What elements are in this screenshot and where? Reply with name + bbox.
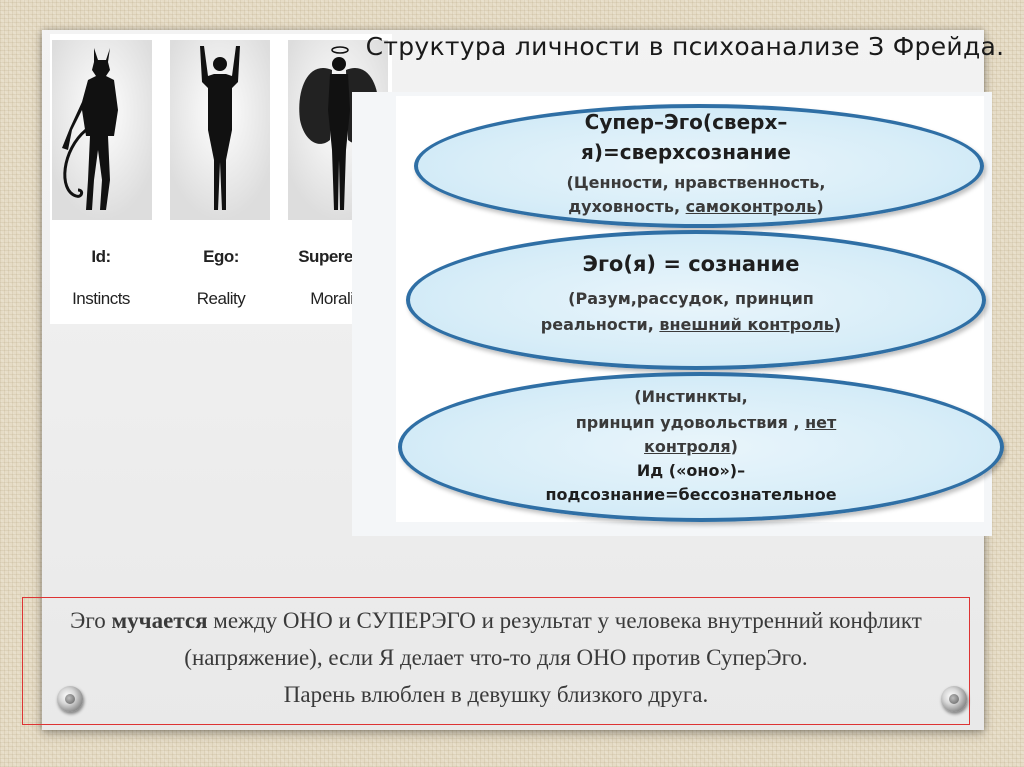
devil-silhouette-icon [52, 40, 152, 220]
figure-sublabel-id: Instincts [72, 289, 130, 308]
ego-title: Эго(я) = сознание [582, 252, 800, 276]
pin-right-icon [941, 686, 967, 712]
conflict-paragraph: Эго мучается между ОНО и СУПЕРЭГО и резу… [70, 608, 922, 707]
id-ellipse [398, 372, 1004, 522]
figure-label-id: Id: [91, 247, 111, 266]
id-desc-3: контроля) [644, 437, 738, 456]
id-title-2: подсознание=бессознательное [545, 485, 837, 504]
ego-desc-2: реальности, внешний контроль) [540, 315, 842, 334]
superego-ellipse [414, 104, 984, 228]
personality-structure-diagram: Супер–Эго(сверх– я)=сверхсознание (Ценно… [352, 92, 1004, 536]
figure-sublabel-ego: Reality [196, 289, 246, 308]
ego-desc-1: (Разум,рассудок, принцип [568, 289, 814, 308]
id-desc-1: (Инстинкты, [634, 387, 748, 406]
ego-ellipse [406, 230, 986, 370]
superego-desc-2: духовность, самоконтроль) [568, 197, 824, 216]
pin-left-icon [57, 686, 83, 712]
id-desc-2: принцип удовольствия , нет [575, 413, 837, 432]
superego-desc-1: (Ценности, нравственность, [566, 173, 826, 192]
page-title: Структура личности в психоанализе З Фрей… [365, 32, 1005, 61]
freud-figures-image: Id: Instincts Ego: Reality Superego: Mor… [50, 34, 392, 324]
conflict-text-box: Эго мучается между ОНО и СУПЕРЭГО и резу… [22, 597, 970, 725]
superego-title-2: я)=сверхсознание [581, 140, 791, 164]
example-sentence: Парень влюблен в девушку близкого друга. [283, 682, 709, 707]
superego-title-1: Супер–Эго(сверх– [584, 110, 788, 134]
person-silhouette-icon [170, 40, 270, 220]
figure-label-ego: Ego: [203, 247, 239, 266]
diagram-canvas: Супер–Эго(сверх– я)=сверхсознание (Ценно… [396, 96, 1004, 522]
id-title-1: Ид («оно»)– [636, 461, 746, 480]
